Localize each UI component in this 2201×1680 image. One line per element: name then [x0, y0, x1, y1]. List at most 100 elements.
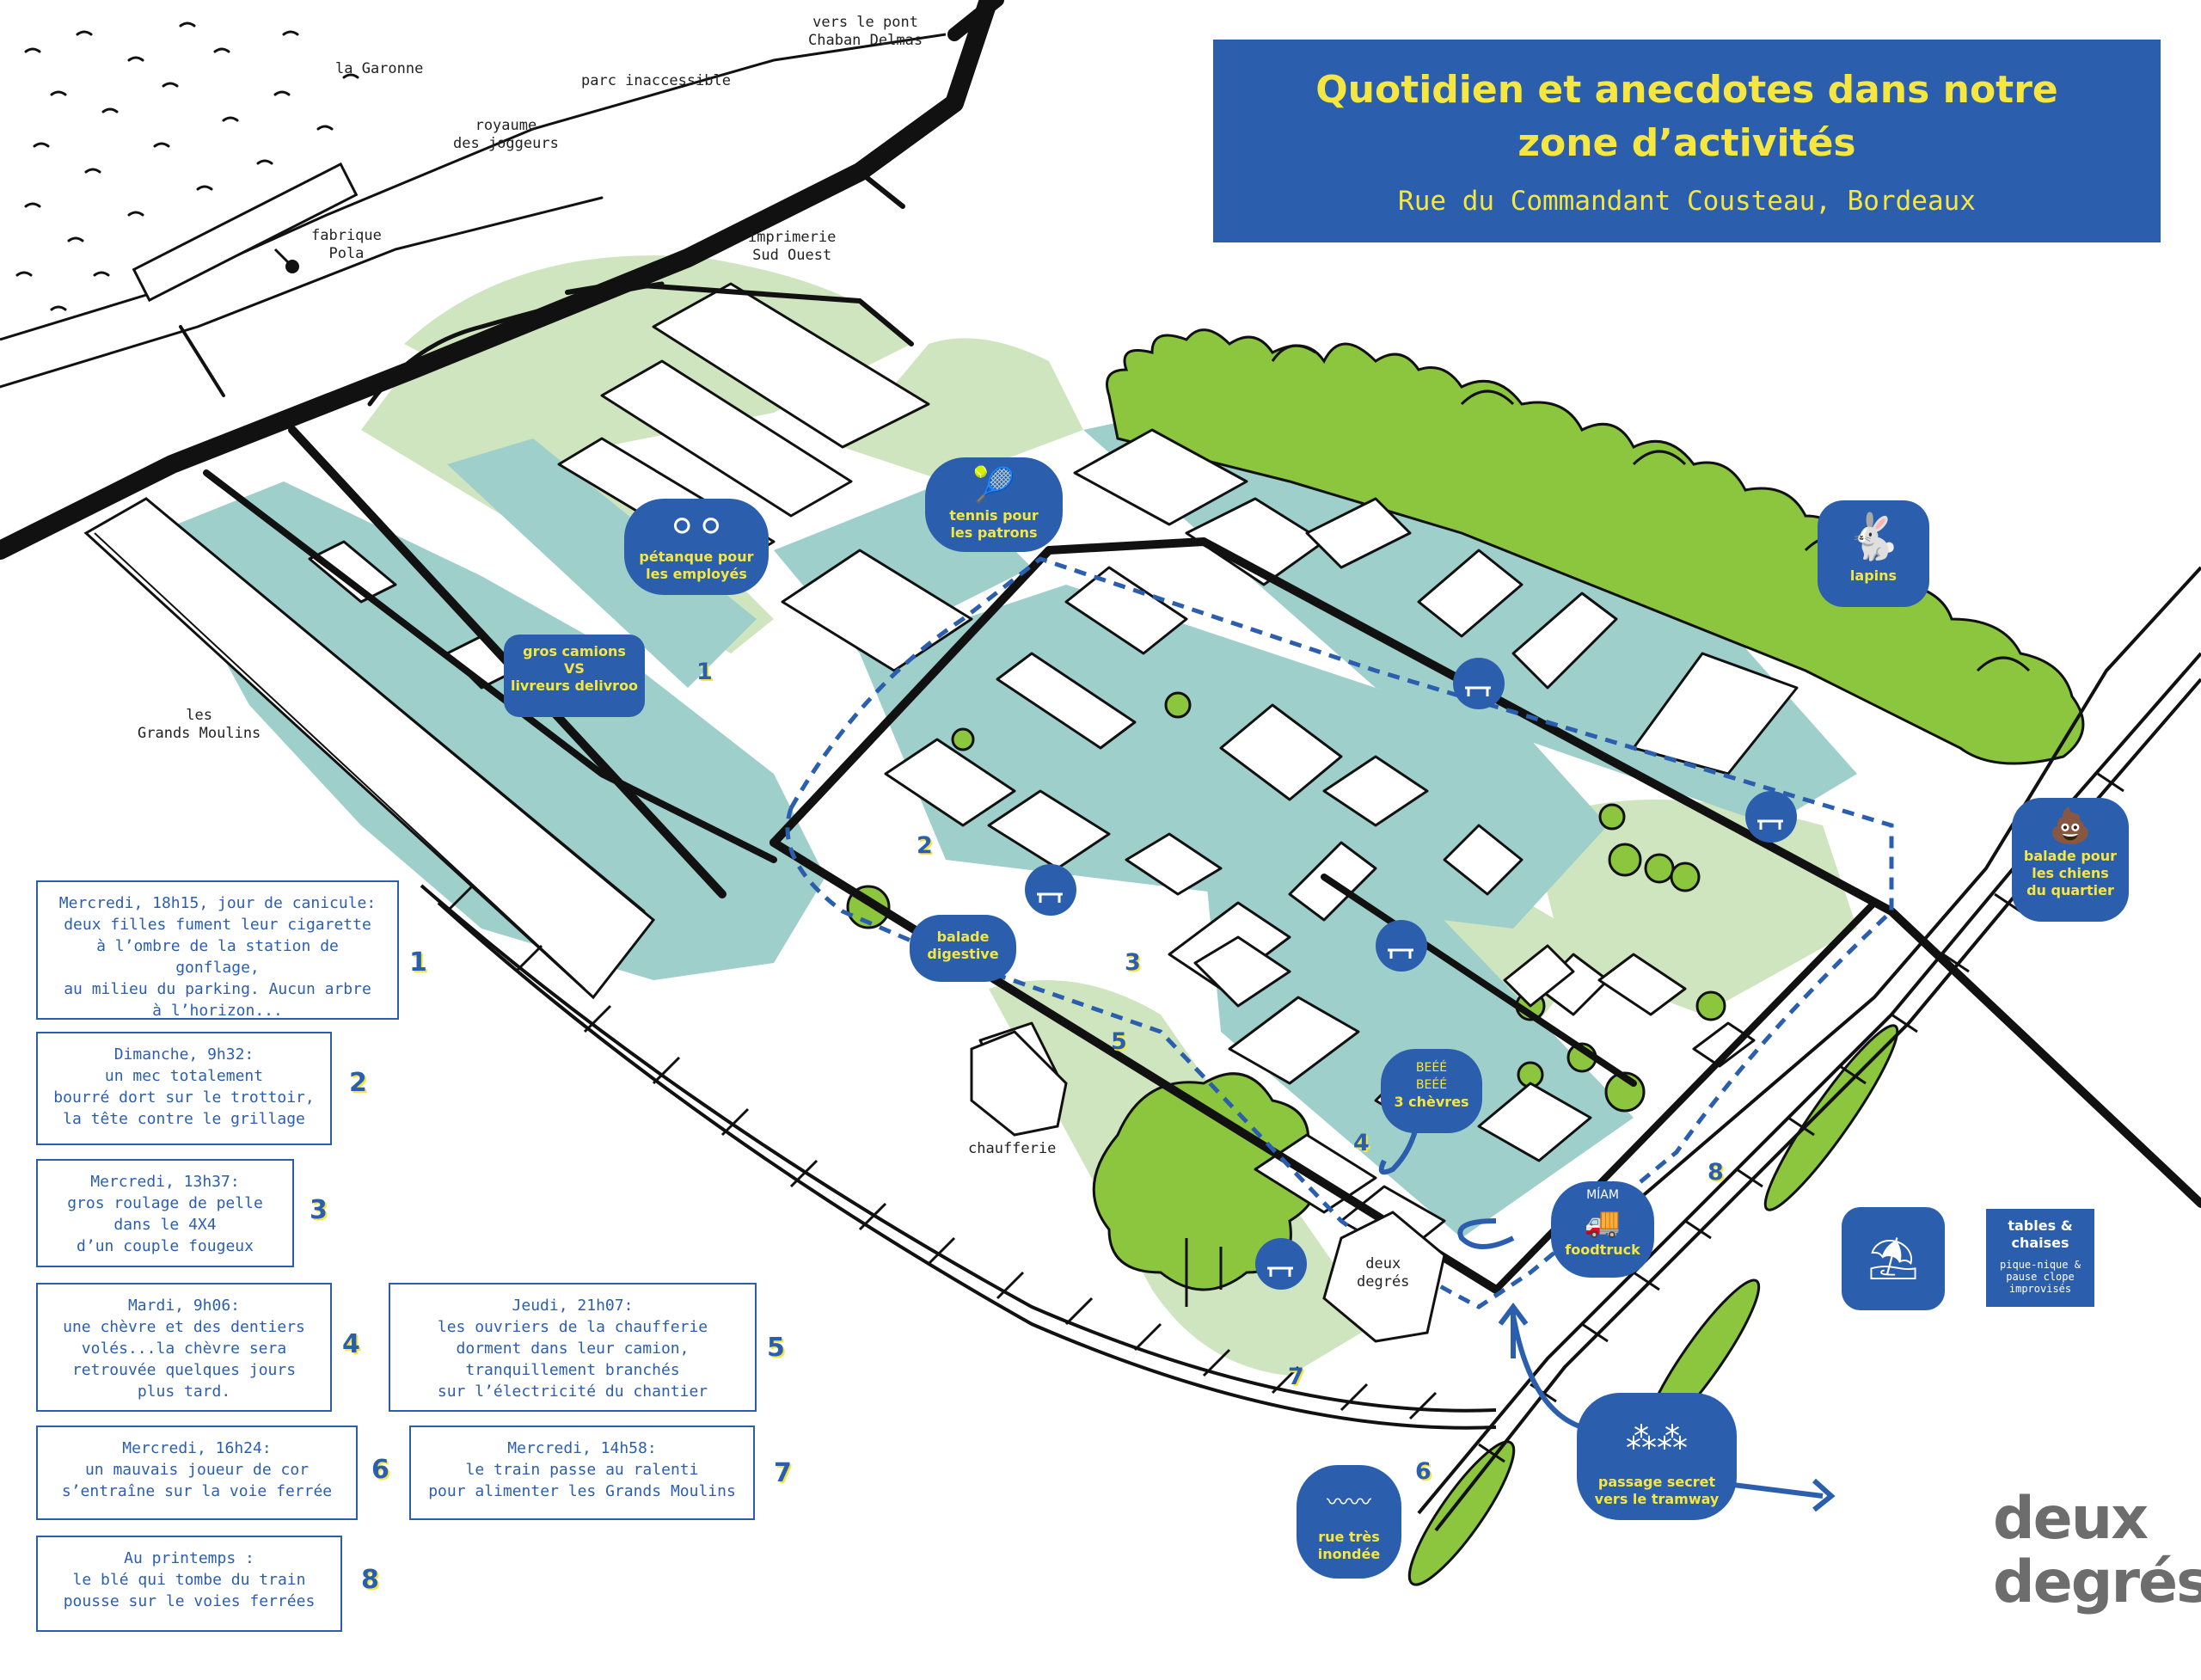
flood-water-icon: 〰〰 — [1326, 1490, 1371, 1516]
railway-ties — [445, 772, 2124, 1463]
story-number-8: 8 — [361, 1565, 379, 1595]
label-garonne: la Garonne — [335, 60, 424, 77]
badge-balade-digestive-line2: digestive — [927, 946, 999, 962]
deux-degres-building — [1322, 1211, 1446, 1343]
chaufferie-building — [970, 1030, 1068, 1137]
buildings — [308, 282, 1799, 1257]
map-title: Quotidien et anecdotes dans notre zone d… — [1213, 64, 2161, 170]
badge-camions-line1: gros camions — [523, 643, 626, 659]
badge-tennis-line1: tennis pour — [949, 507, 1039, 524]
badge-balade-digestive: balade digestive — [910, 915, 1016, 982]
tables-legend-label: tables & chaises pique-nique & pause clo… — [1986, 1209, 2094, 1307]
badge-camions-line3: livreurs delivroo — [510, 678, 639, 694]
dog-poop-icon: 💩 — [2049, 806, 2092, 846]
title-panel: Quotidien et anecdotes dans notre zone d… — [1213, 40, 2161, 242]
garonne-river — [15, 21, 359, 311]
food-truck-icon: 🚚 — [1584, 1205, 1622, 1240]
map-title-line2: zone d’activités — [1517, 121, 1856, 165]
badge-chevres-line1: BEÉÉ — [1415, 1061, 1448, 1075]
badge-lapins: 🐇 lapins — [1818, 500, 1929, 607]
map-number-4: 4 — [1353, 1130, 1370, 1156]
label-pont: vers le pont Chaban Delmas — [808, 14, 923, 49]
east-road — [1632, 566, 2201, 1205]
tables-legend-line2: chaises — [2011, 1235, 2069, 1251]
story-number-5: 5 — [767, 1333, 785, 1363]
roads — [0, 0, 2201, 1294]
story-box-1: Mercredi, 18h15, jour de canicule: deux … — [36, 880, 399, 1020]
pola-jetty — [132, 162, 359, 303]
river-bank — [0, 33, 947, 341]
badge-rue-inondee: 〰〰 rue très inondée — [1297, 1465, 1401, 1579]
story-box-4: Mardi, 9h06: une chèvre et des dentiers … — [36, 1283, 332, 1412]
story-box-3: Mercredi, 13h37: gros roulage de pelle d… — [36, 1159, 294, 1267]
badge-balade-chiens: 💩 balade pour les chiens du quartier — [2012, 798, 2129, 922]
label-chaufferie: chaufferie — [968, 1140, 1057, 1157]
badge-passage-secret-line1: passage secret — [1597, 1474, 1716, 1490]
badge-chevres-line2: BEÉÉ — [1415, 1078, 1448, 1092]
badge-rue-inondee-line1: rue très — [1318, 1529, 1380, 1545]
picnic-table-icon: ⛱ — [1867, 1235, 1920, 1283]
badge-petanque: ⚪⚪ pétanque pour les employés — [624, 499, 769, 595]
badge-rue-inondee-line2: inondée — [1317, 1546, 1381, 1562]
map-number-6: 6 — [1415, 1458, 1432, 1485]
badge-petanque-line1: pétanque pour — [639, 549, 754, 565]
story-number-1: 1 — [409, 947, 427, 978]
map-number-2: 2 — [917, 832, 933, 859]
badge-balade-chiens-line2: les chiens — [2032, 865, 2109, 881]
story-box-5: Jeudi, 21h07: les ouvriers de la chauffe… — [389, 1283, 757, 1412]
bush-maze-icon: ⁂⁂ — [1626, 1421, 1688, 1456]
story-box-6: Mercredi, 16h24: un mauvais joueur de co… — [36, 1426, 358, 1520]
petanque-balls-icon: ⚪⚪ — [667, 507, 726, 547]
story-number-7: 7 — [774, 1458, 792, 1488]
tennis-racket-icon: 🎾 — [972, 466, 1015, 506]
badge-chevres: BEÉÉ BEÉÉ 3 chèvres — [1381, 1049, 1482, 1133]
badge-balade-chiens-line1: balade pour — [2023, 848, 2118, 864]
walking-route — [785, 556, 1894, 1309]
label-imprimerie: imprimerie Sud Ouest — [748, 229, 837, 264]
tables-legend-sub: pique-nique & pause clope improvisés — [2000, 1259, 2081, 1295]
story-number-6: 6 — [371, 1455, 389, 1485]
logo-line1: deux — [1993, 1485, 2149, 1553]
badge-balade-chiens-line3: du quartier — [2026, 882, 2114, 898]
badge-passage-secret-line2: vers le tramway — [1594, 1491, 1720, 1507]
map-number-5: 5 — [1111, 1028, 1127, 1055]
label-deux-degres: deux degrés — [1357, 1255, 1410, 1291]
bench-markers — [1025, 658, 1797, 1290]
badge-petanque-line2: les employés — [646, 566, 747, 582]
map-subtitle: Rue du Commandant Cousteau, Bordeaux — [1398, 186, 1976, 217]
map-number-1: 1 — [696, 659, 713, 685]
deux-degres-logo: deux degrés — [1993, 1485, 2201, 1616]
badge-tennis-line2: les patrons — [950, 524, 1038, 541]
story-box-2: Dimanche, 9h32: un mec totalement bourré… — [36, 1032, 332, 1145]
badge-camions: gros camions VS livreurs delivroo — [504, 635, 645, 717]
badge-camions-line2: VS — [564, 660, 585, 677]
story-number-3: 3 — [310, 1195, 328, 1225]
story-box-8: Au printemps : le blé qui tombe du train… — [36, 1536, 342, 1632]
tables-legend-icon-box: ⛱ — [1842, 1207, 1945, 1310]
label-parc: parc inaccessible — [581, 72, 731, 89]
logo-line2: degrés — [1993, 1548, 2201, 1616]
label-royaume: royaume des joggeurs — [453, 117, 559, 152]
badge-balade-digestive-line1: balade — [936, 929, 990, 945]
label-fabrique: fabrique Pola — [311, 227, 382, 262]
rabbit-icon: 🐇 — [1845, 512, 1902, 563]
badge-foodtruck-line1: MÍAM — [1586, 1188, 1619, 1202]
badge-tennis: 🎾 tennis pour les patrons — [925, 457, 1063, 552]
badge-passage-secret: ⁂⁂ passage secret vers le tramway — [1577, 1393, 1737, 1520]
label-grands-moulins: les Grands Moulins — [138, 707, 261, 742]
story-number-4: 4 — [342, 1329, 360, 1359]
badge-lapins-line1: lapins — [1849, 567, 1898, 584]
map-number-7: 7 — [1288, 1364, 1304, 1390]
grands-moulins-building — [83, 497, 656, 1000]
badge-foodtruck: MÍAM 🚚 foodtruck — [1551, 1181, 1654, 1278]
badge-chevres-line3: 3 chèvres — [1394, 1094, 1469, 1110]
story-number-2: 2 — [349, 1068, 367, 1098]
map-number-8: 8 — [1707, 1159, 1724, 1186]
story-box-7: Mercredi, 14h58: le train passe au ralen… — [409, 1426, 755, 1520]
map-title-line1: Quotidien et anecdotes dans notre — [1315, 68, 2058, 112]
map-number-3: 3 — [1125, 949, 1141, 976]
tables-legend-line1: tables & — [2008, 1217, 2073, 1234]
badge-foodtruck-line2: foodtruck — [1565, 1242, 1640, 1258]
tree-forest — [1092, 328, 2085, 1307]
